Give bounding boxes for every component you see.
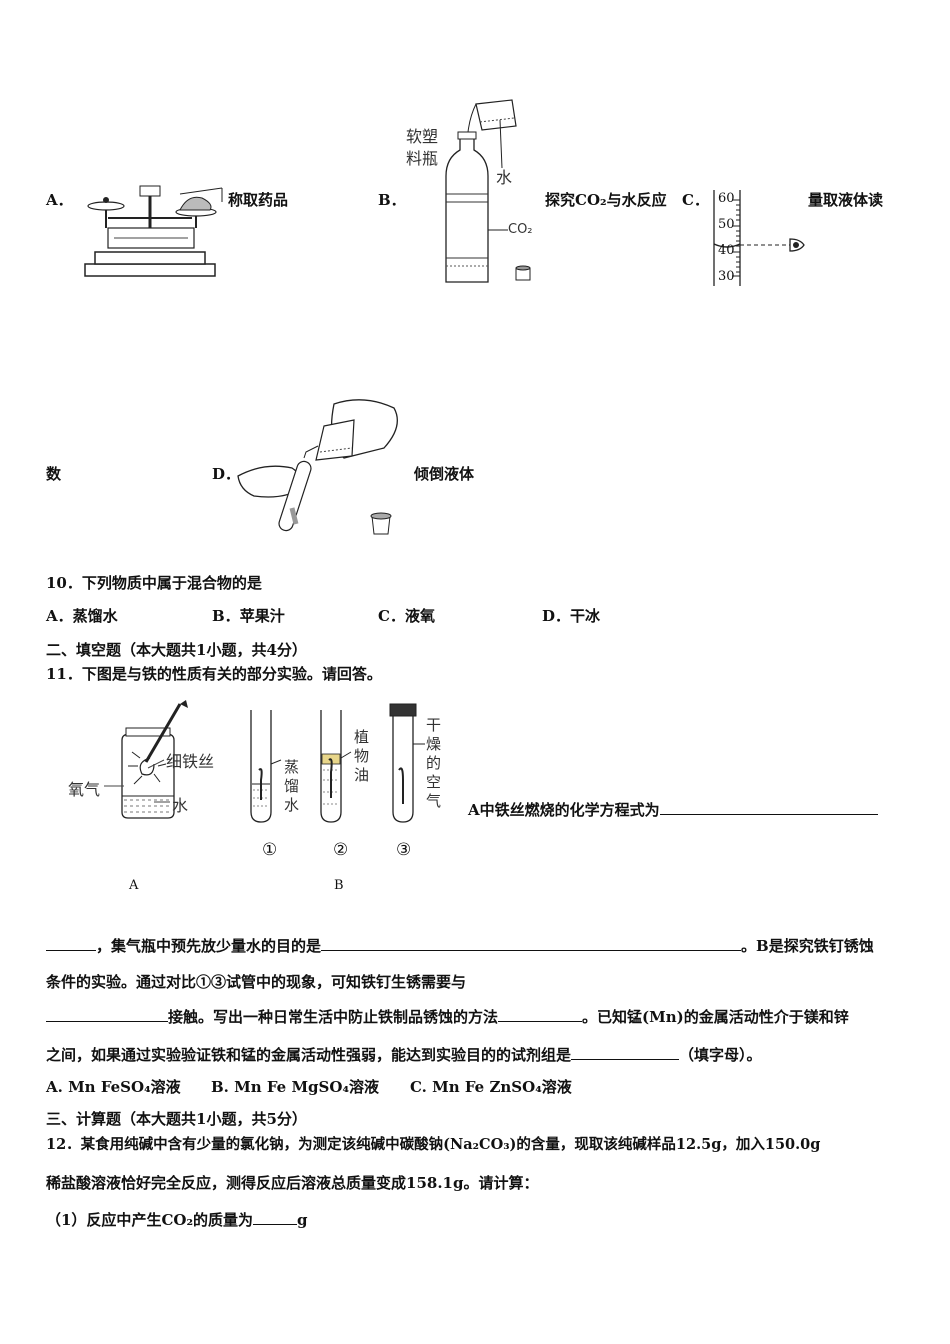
q12-line1: 12．某食用纯碱中含有少量的氯化钠，为测定该纯碱中碳酸钠(Na₂CO₃)的含量，…	[46, 1136, 821, 1153]
oxygen-label: 氧气	[68, 780, 101, 799]
pouring-liquid-figure	[237, 399, 398, 535]
scale-label: 30	[718, 269, 735, 284]
bottle-label: 软塑料瓶	[406, 127, 439, 168]
option-b-caption: 探究CO₂与水反应	[545, 191, 667, 209]
q11-line3: 条件的实验。通过对比①③试管中的现象，可知铁钉生锈需要与	[46, 973, 467, 991]
q11-line1: A中铁丝燃烧的化学方程式为	[468, 798, 878, 820]
scale-label: 40	[718, 243, 735, 258]
tube-number: ①	[262, 840, 278, 860]
q10-option-c: C．液氧	[378, 607, 435, 625]
q10-option-d: D．干冰	[542, 607, 601, 625]
balance-figure	[84, 185, 223, 277]
figure-a-label: A	[129, 878, 139, 893]
q11-option-c: C. Mn Fe ZnSO₄溶液	[410, 1078, 572, 1096]
option-a-letter: A．	[46, 191, 73, 209]
q11-line4: 接触。写出一种日常生活中防止铁制品锈蚀的方法。已知锰(Mn)的金属活动性介于镁和…	[46, 1005, 849, 1027]
scale-label: 60	[718, 191, 735, 206]
answer-blank-equation[interactable]	[659, 798, 878, 815]
water-label: 水	[496, 168, 513, 187]
tube-number: ③	[396, 840, 412, 860]
q10-option-a: A．蒸馏水	[46, 607, 118, 625]
test-tubes-figure	[250, 703, 425, 823]
q11-stem: 11．下图是与铁的性质有关的部分实验。请回答。	[46, 665, 382, 683]
iron-wire-label: 细铁丝	[166, 752, 215, 771]
q10-option-b: B．苹果汁	[212, 607, 285, 625]
q11-option-a: A. Mn FeSO₄溶液	[46, 1078, 181, 1096]
option-b-letter: B．	[378, 191, 406, 209]
answer-blank-prevent-rust[interactable]	[498, 1005, 583, 1022]
option-c-caption-part2: 数	[46, 465, 62, 483]
answer-blank-water-purpose[interactable]	[321, 934, 742, 951]
option-c-letter: C．	[682, 191, 709, 209]
co2-label: CO₂	[508, 222, 533, 237]
answer-blank-equation-cont[interactable]	[46, 934, 96, 951]
figure-b-label: B	[334, 878, 344, 893]
answer-blank-co2-mass[interactable]	[253, 1208, 298, 1225]
iron-burning-figure	[121, 700, 188, 819]
q10-stem: 10．下列物质中属于混合物的是	[46, 574, 262, 592]
tube-number: ②	[333, 840, 349, 860]
option-c-caption-part1: 量取液体读	[808, 191, 884, 209]
q12-line2: 稀盐酸溶液恰好完全反应，测得反应后溶液总质量变成158.1g。请计算：	[46, 1174, 539, 1192]
option-d-letter: D．	[212, 465, 241, 483]
q11-line2: ，集气瓶中预先放少量水的目的是。B是探究铁钉锈蚀	[46, 934, 874, 956]
answer-blank-reagents[interactable]	[571, 1043, 680, 1060]
distilled-water-label: 蒸馏水	[284, 758, 300, 814]
dry-air-label: 干燥的空气	[426, 716, 442, 810]
label-pointers	[104, 759, 170, 803]
plant-oil-label: 植物油	[354, 728, 370, 784]
q11-line5: 之间，如果通过实验验证铁和锰的金属活动性强弱，能达到实验目的的试剂组是（填字母）…	[46, 1043, 762, 1065]
jar-water-label: 水	[172, 796, 189, 815]
section-3-heading: 三、计算题（本大题共1小题，共5分）	[46, 1110, 307, 1128]
q11-option-b: B. Mn Fe MgSO₄溶液	[211, 1078, 380, 1096]
answer-blank-contact[interactable]	[46, 1005, 168, 1022]
option-d-caption: 倾倒液体	[414, 465, 475, 483]
option-a-caption: 称取药品	[228, 191, 289, 209]
scale-label: 50	[718, 217, 735, 232]
section-2-heading: 二、填空题（本大题共1小题，共4分）	[46, 641, 307, 659]
graduated-cylinder-figure	[713, 190, 805, 286]
plastic-bottle-figure	[445, 99, 531, 283]
